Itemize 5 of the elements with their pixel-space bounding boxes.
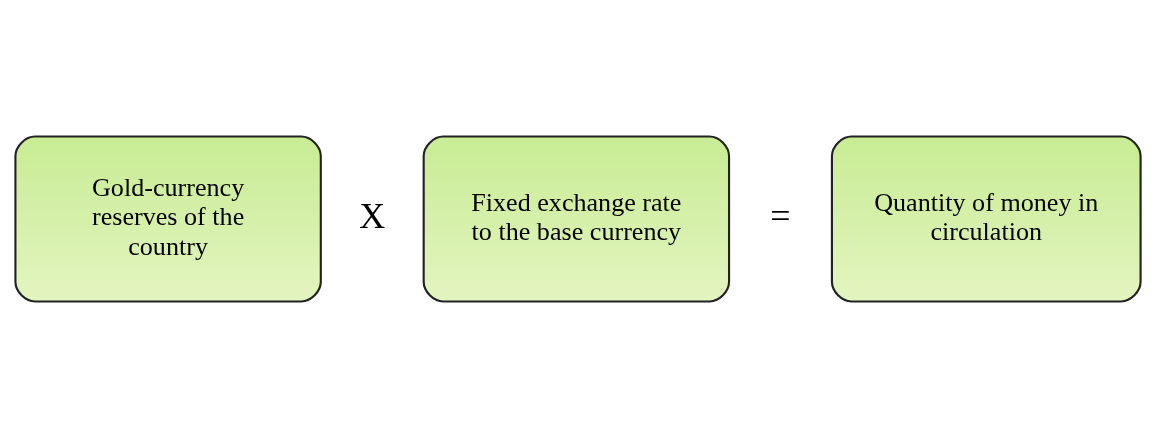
node-box: Fixed exchange rate to the base currency xyxy=(422,134,731,303)
label: = xyxy=(770,195,791,236)
node-box: Gold-currency reserves of the country xyxy=(14,134,322,303)
node-box: Quantity of money in circulation xyxy=(830,134,1142,303)
label: X xyxy=(359,195,386,236)
